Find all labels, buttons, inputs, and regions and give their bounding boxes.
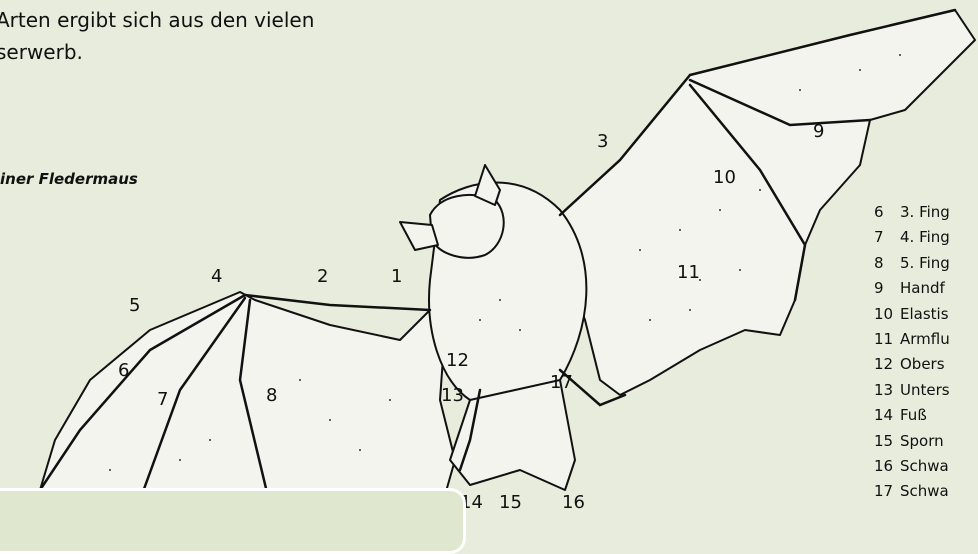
figure-number-16: 16	[562, 492, 585, 513]
bat-ear-left	[400, 222, 438, 250]
figure-number-15: 15	[499, 492, 522, 513]
figure-number-17: 17	[550, 372, 573, 393]
bat-illustration	[0, 0, 978, 528]
figure-number-13: 13	[441, 385, 464, 406]
figure-number-11: 11	[677, 262, 700, 283]
figure-number-2: 2	[317, 266, 328, 287]
figure-number-12: 12	[446, 350, 469, 371]
figure-number-1: 1	[391, 266, 402, 287]
figure-number-3: 3	[597, 131, 608, 152]
figure-number-9: 9	[813, 121, 824, 142]
callout-box	[0, 488, 466, 554]
figure-number-10: 10	[713, 167, 736, 188]
figure-number-5: 5	[129, 295, 140, 316]
figure-number-6: 6	[118, 360, 129, 381]
figure-number-8: 8	[266, 385, 277, 406]
figure-number-7: 7	[157, 389, 168, 410]
figure-number-4: 4	[211, 266, 222, 287]
